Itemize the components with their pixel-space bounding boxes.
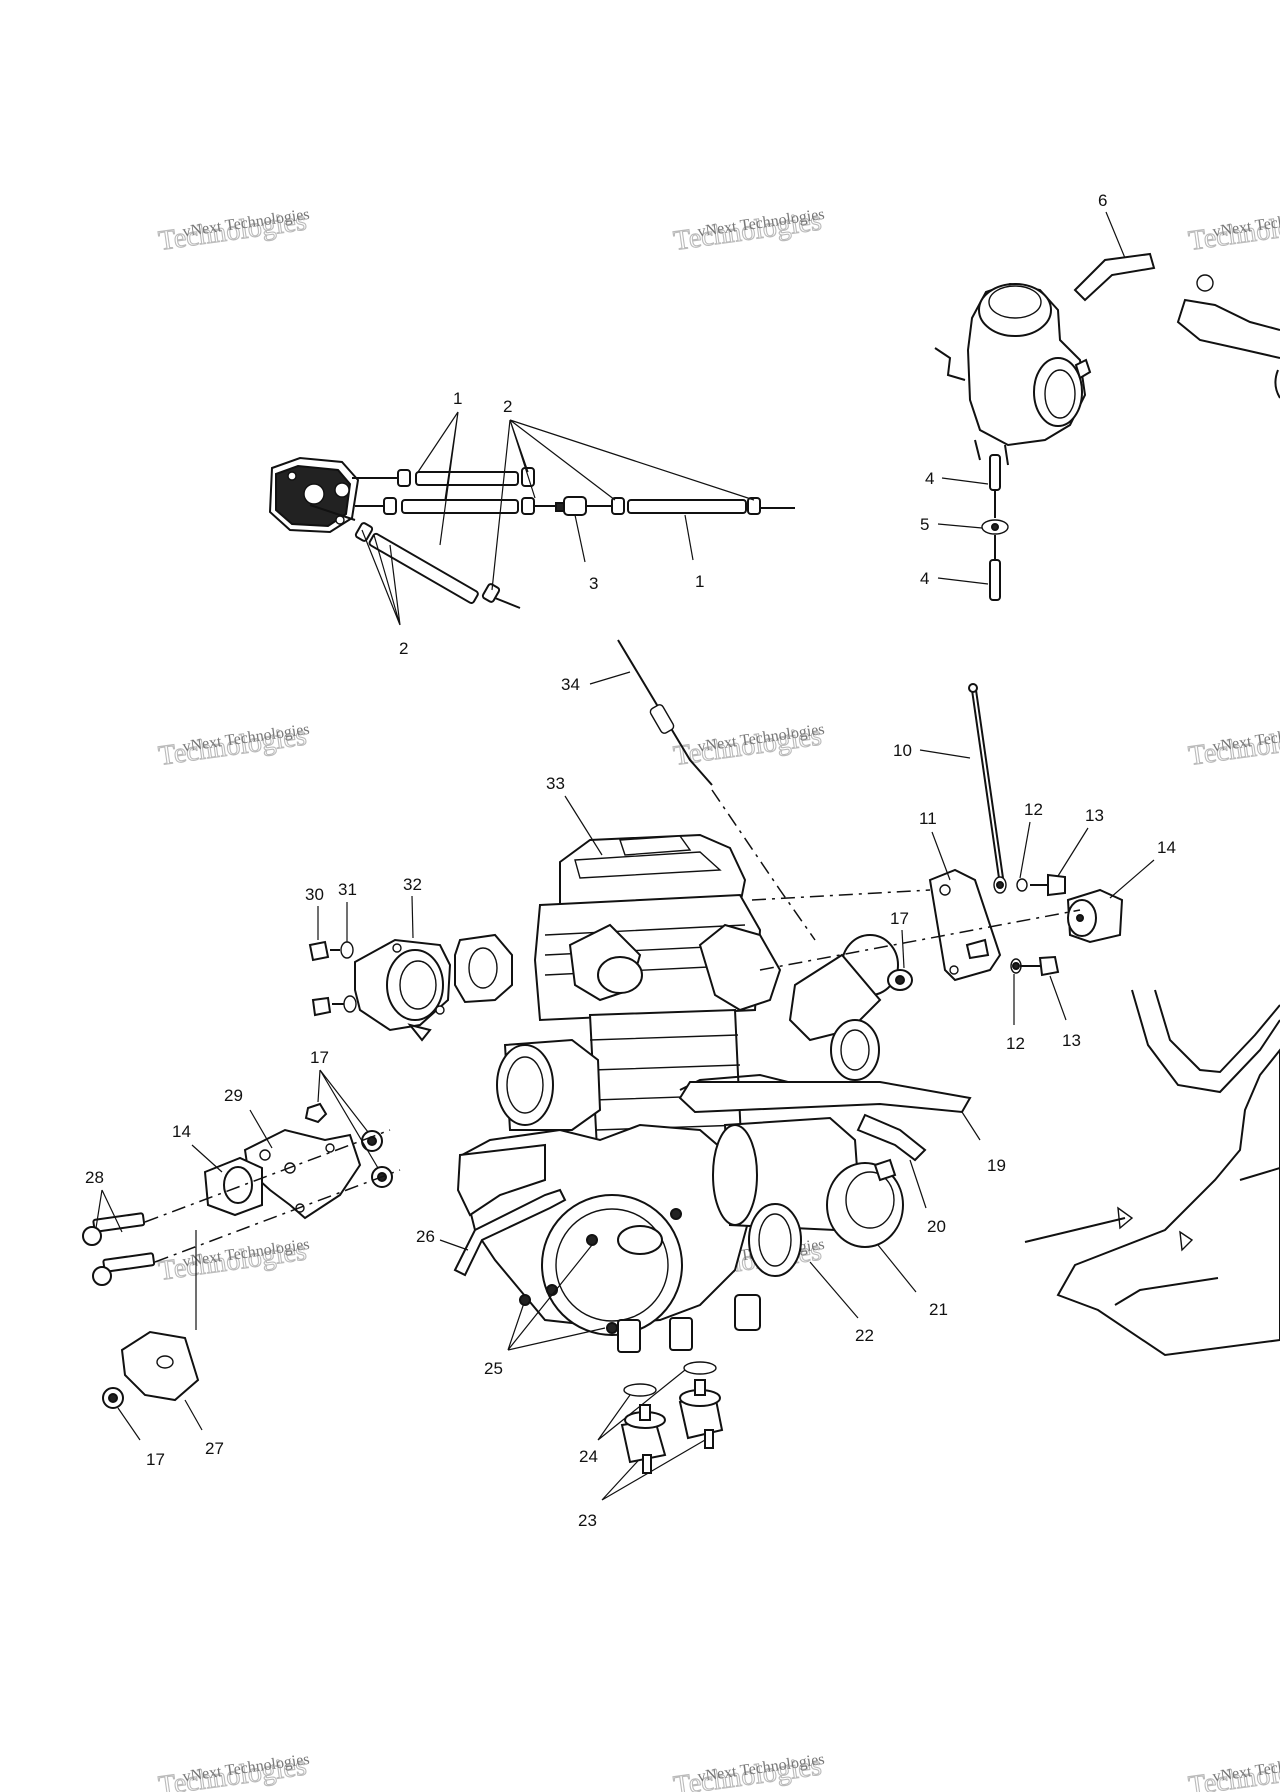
callout-2: 2 (503, 397, 512, 416)
carb-drain-parts (981, 454, 1009, 601)
intake-boot-and-carb-connection (698, 923, 899, 1081)
callouts-mount-right: 10 11 12 13 14 17 12 13 (890, 741, 1176, 1053)
watermark: Technologies vNext Technologies (671, 1750, 825, 1792)
watermark: Technologies vNext Technologies (156, 205, 310, 258)
callout-17: 17 (310, 1048, 329, 1067)
throttle-cable-34 (617, 639, 816, 941)
callout-17: 17 (890, 909, 909, 928)
carburetor (934, 282, 1092, 466)
callout-5: 5 (920, 515, 929, 534)
callout-14: 14 (1157, 838, 1176, 857)
callout-34: 34 (561, 675, 580, 694)
callout-4: 4 (925, 469, 934, 488)
callout-17: 17 (146, 1450, 165, 1469)
bracket-right-edge (1176, 274, 1280, 399)
vent-hose-6 (1073, 252, 1156, 302)
callout-1: 1 (453, 389, 462, 408)
callout-11: 11 (919, 809, 937, 828)
callout-12: 12 (1006, 1034, 1025, 1053)
frame-panel-right-edge (1024, 989, 1280, 1357)
callout-10: 10 (893, 741, 912, 760)
fuel-pump-assembly (268, 456, 360, 534)
callouts-carb: 6 4 5 4 (920, 191, 1126, 588)
clamp-22 (748, 1203, 802, 1277)
callouts-fuel: 1 2 2 3 1 (361, 389, 755, 658)
callout-2: 2 (399, 639, 408, 658)
watermark: Technologies vNext Technologies (156, 720, 310, 773)
boot-21 (826, 1158, 904, 1248)
callout-14: 14 (172, 1122, 191, 1141)
callout-30: 30 (305, 885, 324, 904)
watermark: Technologies vNext Technologies (156, 1750, 310, 1792)
hose-26 (453, 1188, 567, 1277)
callout-27: 27 (205, 1439, 224, 1458)
callout-28: 28 (85, 1168, 104, 1187)
callout-13: 13 (1085, 806, 1104, 825)
callout-6: 6 (1098, 191, 1107, 210)
watermark: Technologies vNext Technologies (671, 205, 825, 258)
callout-4: 4 (920, 569, 929, 588)
callout-29: 29 (224, 1086, 243, 1105)
watermark: Technologies vNext Technologies (1186, 1750, 1280, 1792)
watermark: Technologies vNext Technologies (1186, 205, 1280, 258)
thermostat-housing (308, 933, 513, 1042)
callout-13: 13 (1062, 1031, 1081, 1050)
callout-1: 1 (695, 572, 704, 591)
callout-24: 24 (579, 1447, 598, 1466)
watermark: Technologies vNext Technologies (671, 720, 825, 773)
callout-12: 12 (1024, 800, 1043, 819)
callout-20: 20 (927, 1217, 946, 1236)
engine-mount-left (82, 1102, 401, 1409)
callout-21: 21 (929, 1300, 948, 1319)
callouts-thermostat: 30 31 32 33 34 (305, 671, 631, 942)
callouts-mount-left: 17 29 14 28 27 17 (85, 1048, 379, 1469)
callout-26: 26 (416, 1227, 435, 1246)
callout-22: 22 (855, 1326, 874, 1345)
callouts-lower: 26 25 24 23 22 21 20 19 (416, 1111, 1006, 1530)
watermark: Technologies vNext Technologies (1186, 720, 1280, 773)
fuel-hoses (309, 467, 795, 609)
callout-25: 25 (484, 1359, 503, 1378)
bottom-mounts (620, 1361, 724, 1474)
callout-23: 23 (578, 1511, 597, 1530)
engine-block (456, 833, 862, 1353)
watermark: Technologies vNext Technologies (156, 1235, 310, 1288)
callout-19: 19 (987, 1156, 1006, 1175)
callout-3: 3 (589, 574, 598, 593)
engine-mount-right (751, 683, 1124, 991)
hose-20 (856, 1113, 927, 1162)
callout-32: 32 (403, 875, 422, 894)
callout-33: 33 (546, 774, 565, 793)
radiator-hose-19 (678, 1081, 972, 1114)
callout-31: 31 (338, 880, 357, 899)
